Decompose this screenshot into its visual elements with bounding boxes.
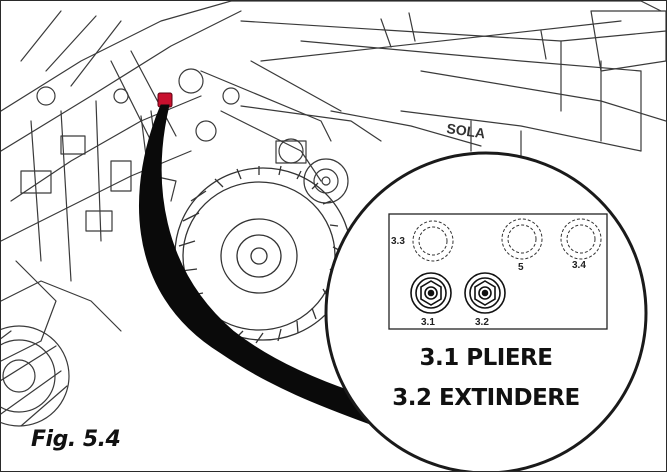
port-label-3-3: 3.3: [391, 236, 405, 247]
port-3-1-coupling: [410, 272, 452, 314]
port-label-3-2: 3.2: [475, 317, 489, 328]
port-3-4-outline: [560, 218, 602, 260]
brand-logo-text: SOLA: [446, 120, 487, 141]
port-3-2-coupling: [464, 272, 506, 314]
figure-number-label: Fig. 5.4: [31, 427, 121, 452]
port-3-3-outline: [412, 220, 454, 262]
callout-fold-label: 3.1 PLIERE: [419, 345, 553, 371]
port-label-3-1: 3.1: [421, 317, 435, 328]
port-5-outline: [501, 218, 543, 260]
port-label-3-4: 3.4: [572, 260, 586, 271]
callout-extend-label: 3.2 EXTINDERE: [392, 385, 580, 411]
port-label-5: 5: [518, 262, 524, 273]
port-panel: [388, 213, 608, 330]
